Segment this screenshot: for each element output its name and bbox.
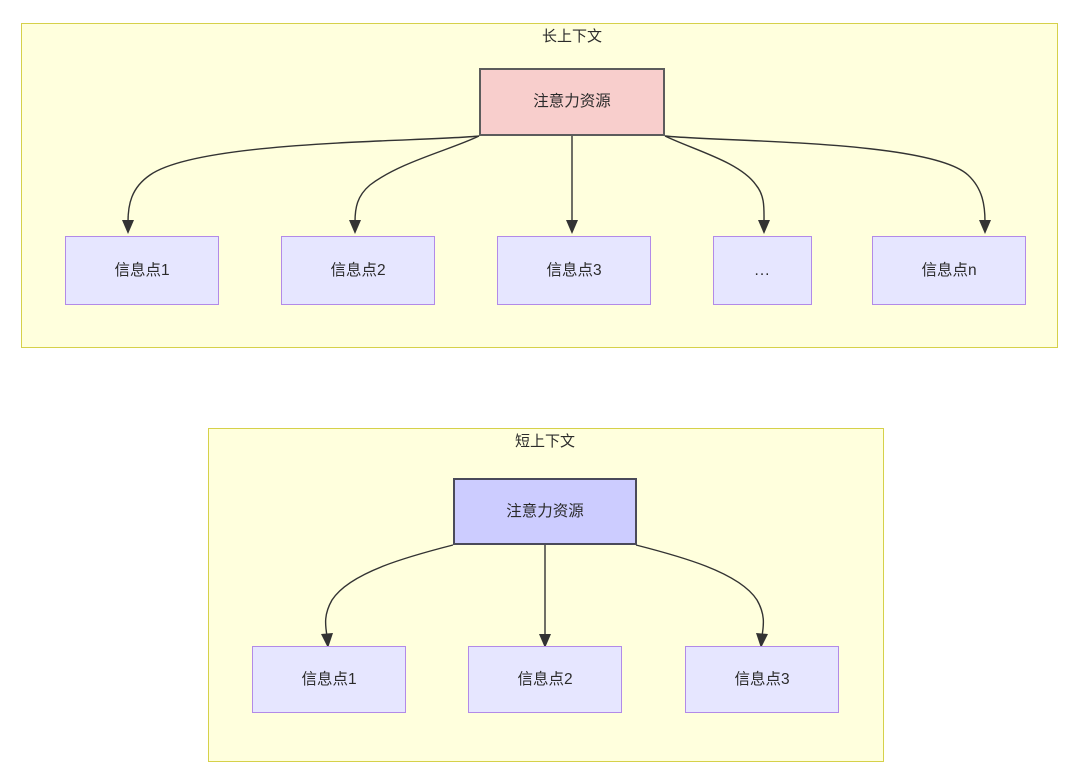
leaf-node-long-3[interactable]: 信息点3 [497,236,651,305]
leaf-node-short-2[interactable]: 信息点2 [468,646,622,713]
leaf-node-long-n[interactable]: 信息点n [872,236,1026,305]
panel-long-context-title: 长上下文 [541,28,602,45]
leaf-node-short-3[interactable]: 信息点3 [685,646,839,713]
panel-short-context-title: 短上下文 [514,433,575,450]
leaf-node-long-ellipsis[interactable]: ... [713,236,812,305]
leaf-node-short-1[interactable]: 信息点1 [252,646,406,713]
hub-node-long-context[interactable]: 注意力资源 [479,68,665,136]
leaf-node-long-1[interactable]: 信息点1 [65,236,219,305]
leaf-node-long-2[interactable]: 信息点2 [281,236,435,305]
hub-node-short-context[interactable]: 注意力资源 [453,478,637,545]
